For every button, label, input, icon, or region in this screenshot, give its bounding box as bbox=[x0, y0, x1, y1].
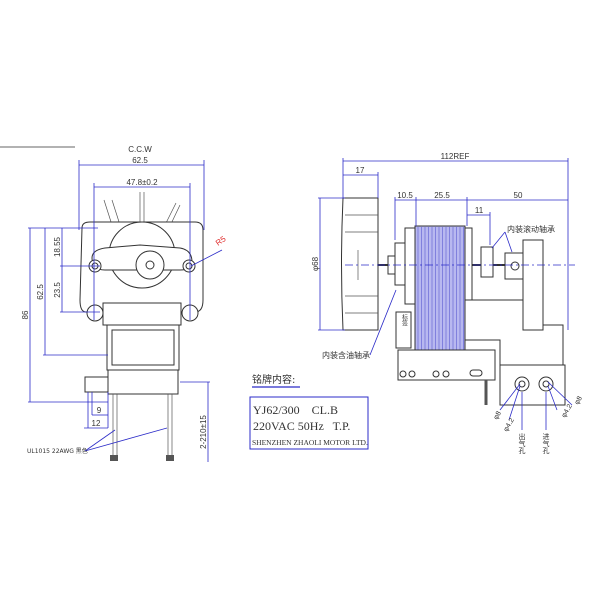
front-dimensions bbox=[28, 160, 223, 462]
fan-blades bbox=[103, 192, 181, 227]
dim-62-5-width: 62.5 bbox=[132, 156, 148, 165]
front-bracket bbox=[394, 242, 406, 286]
bobbin-top bbox=[102, 302, 182, 326]
dim-17: 17 bbox=[356, 166, 365, 175]
air-nozzle-block bbox=[499, 364, 566, 406]
dim-lead-length: 2-210±15 bbox=[199, 415, 208, 449]
coil bbox=[111, 329, 175, 366]
coil-bottom bbox=[107, 369, 179, 395]
outlet-label: 出气孔 bbox=[518, 432, 526, 455]
mount-hole-right-inner bbox=[185, 262, 193, 270]
nameplate-line1: YJ62/300 CL.B bbox=[253, 403, 338, 417]
terminal-left bbox=[110, 455, 118, 461]
dim-112ref: 112REF bbox=[441, 152, 470, 161]
outlet-hole-inner bbox=[518, 380, 526, 388]
lead-wires bbox=[112, 394, 173, 460]
rotation-label: C.C.W bbox=[128, 145, 152, 154]
terminal-right bbox=[166, 455, 174, 461]
lead-grommet bbox=[84, 376, 109, 393]
dim-25-5: 25.5 bbox=[434, 191, 450, 200]
dim-12: 12 bbox=[92, 419, 101, 428]
lamination-lines bbox=[417, 227, 464, 355]
dim-radius: R5 bbox=[214, 234, 228, 248]
nameplate-heading: 铭牌内容: bbox=[252, 373, 295, 386]
fan-impeller bbox=[341, 197, 379, 331]
dim-50: 50 bbox=[514, 191, 523, 200]
dim-hole-8-a: φ8 bbox=[493, 410, 503, 421]
dim-62-5-height: 62.5 bbox=[36, 284, 45, 300]
rear-bracket bbox=[480, 246, 494, 278]
dim-hole-4-2-a: φ4.2 bbox=[503, 417, 516, 433]
dim-hole-spacing: 47.8±0.2 bbox=[126, 178, 158, 187]
inlet-hole-inner bbox=[542, 380, 550, 388]
stator-lamination bbox=[414, 225, 466, 357]
dim-10-5: 10.5 bbox=[397, 191, 413, 200]
nameplate-line3: SHENZHEN ZHAOLI MOTOR LTD. bbox=[252, 438, 368, 447]
side-dimensions bbox=[318, 158, 575, 430]
side-view: 标签 112REF 17 10.5 bbox=[311, 152, 584, 455]
dim-fan-diameter: φ68 bbox=[311, 256, 320, 271]
front-view: C.C.W bbox=[21, 145, 228, 462]
rolling-bearing-label: 内装滚动轴承 bbox=[507, 224, 555, 234]
dim-9: 9 bbox=[97, 406, 102, 415]
oil-bearing-label: 内装含油轴承 bbox=[322, 350, 370, 360]
dim-23-5: 23.5 bbox=[53, 282, 62, 298]
dim-86: 86 bbox=[21, 310, 30, 319]
nameplate: 铭牌内容: YJ62/300 CL.B 220VAC 50Hz T.P. SHE… bbox=[249, 373, 369, 450]
dim-hole-8-b: φ8 bbox=[574, 395, 584, 406]
inlet-label: 进气孔 bbox=[542, 433, 550, 455]
nameplate-box bbox=[249, 396, 369, 450]
wire-label: UL1015 22AWG 黑色 bbox=[27, 447, 88, 455]
rear-bearing-hole bbox=[510, 261, 520, 271]
label-sticker bbox=[395, 311, 412, 349]
fan-vanes bbox=[345, 214, 378, 314]
dim-11: 11 bbox=[475, 206, 484, 215]
nameplate-line2: 220VAC 50Hz T.P. bbox=[253, 419, 350, 433]
sticker-text: 标签 bbox=[401, 313, 408, 326]
screw-left bbox=[86, 304, 104, 322]
shaft bbox=[145, 260, 155, 270]
dim-18-55: 18.55 bbox=[53, 236, 62, 257]
rear-support bbox=[522, 239, 544, 331]
base-slots bbox=[399, 369, 483, 378]
